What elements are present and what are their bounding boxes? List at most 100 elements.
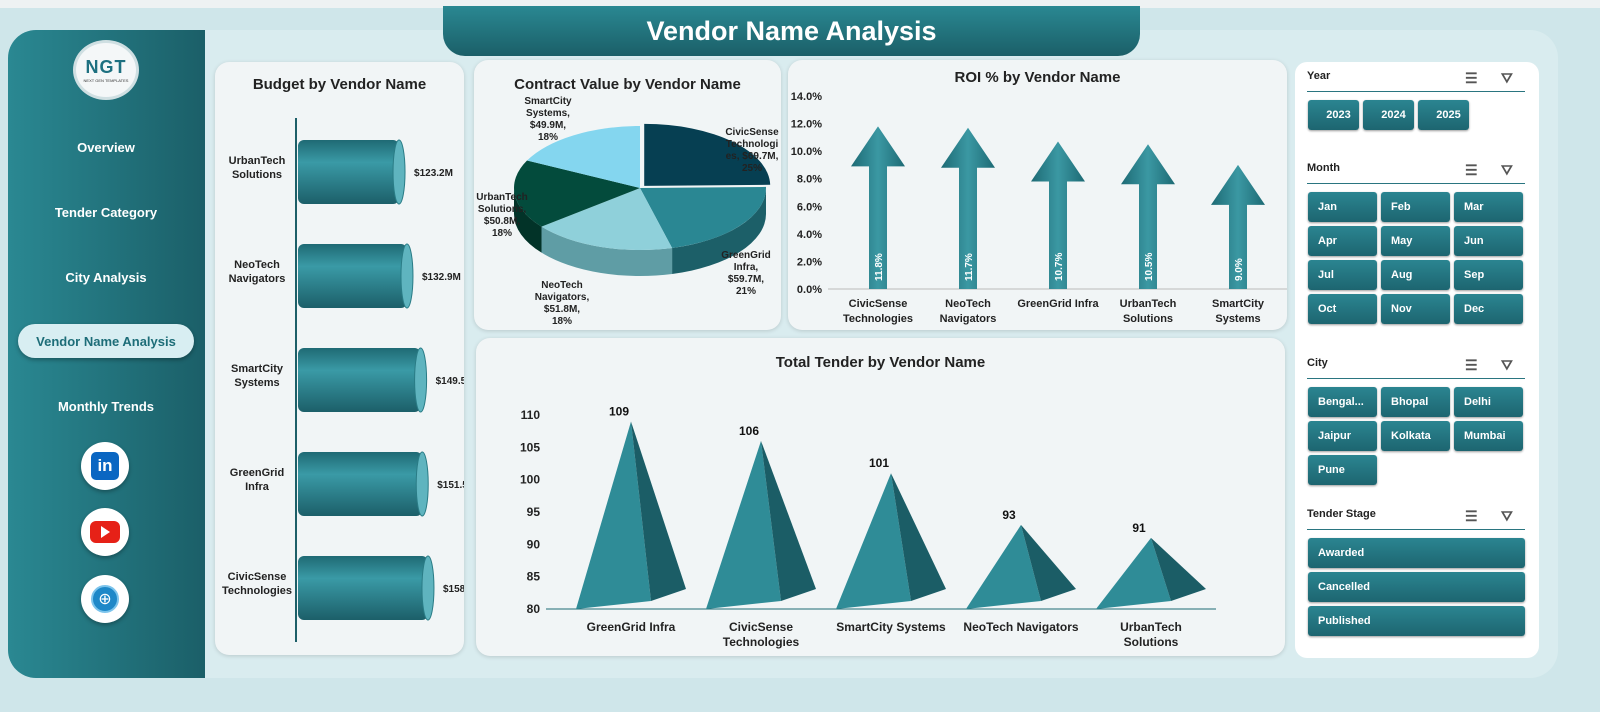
budget-bar-cap: [392, 139, 406, 205]
month-option[interactable]: Apr: [1308, 226, 1377, 256]
y-tick-label: 85: [527, 570, 541, 584]
budget-bar-cap: [415, 451, 429, 517]
chart-title: Total Tender by Vendor Name: [775, 354, 986, 371]
nav-tender-category[interactable]: Tender Category: [54, 204, 158, 220]
pie-data-label: $49.9M,: [530, 120, 566, 131]
month-option[interactable]: Aug: [1381, 260, 1450, 290]
x-category-label: UrbanTech: [1120, 298, 1177, 310]
budget-bar: [298, 244, 407, 308]
year-option[interactable]: 2023: [1308, 100, 1359, 130]
x-category-label: SmartCity: [1212, 298, 1265, 310]
city-option[interactable]: Bhopal: [1381, 387, 1450, 417]
pie-data-label: Systems,: [526, 108, 570, 119]
nav-monthly-trends[interactable]: Monthly Trends: [57, 398, 155, 414]
x-category-label: Solutions: [1124, 635, 1179, 649]
page-title: Vendor Name Analysis: [443, 6, 1140, 56]
budget-bar: [298, 140, 400, 204]
roi-value-label: 10.5%: [1144, 253, 1155, 281]
pie-slice: [527, 126, 640, 188]
city-option[interactable]: Bengal...: [1308, 387, 1377, 417]
month-option[interactable]: Nov: [1381, 294, 1450, 324]
pyramid-side: [631, 421, 686, 601]
budget-bar-cap: [400, 243, 414, 309]
clear-filter-icon[interactable]: ⛛: [1501, 357, 1513, 373]
tender-value-label: 91: [1132, 521, 1146, 535]
x-category-label: Solutions: [1123, 313, 1173, 325]
stage-option[interactable]: Cancelled: [1308, 572, 1525, 602]
year-option[interactable]: 2024: [1363, 100, 1414, 130]
x-category-label: UrbanTech: [1120, 620, 1182, 634]
pyramid-side: [1021, 524, 1076, 601]
pyramid-front: [706, 440, 781, 609]
tender-value-label: 93: [1002, 508, 1016, 522]
pie-data-label: 18%: [552, 316, 572, 327]
x-category-label: CivicSense: [729, 620, 793, 634]
pyramid-front: [966, 524, 1041, 609]
multi-select-icon[interactable]: ☰: [1465, 162, 1478, 178]
top-strip: [0, 0, 1600, 8]
month-option[interactable]: Sep: [1454, 260, 1523, 290]
month-option[interactable]: Mar: [1454, 192, 1523, 222]
city-option[interactable]: Delhi: [1454, 387, 1523, 417]
budget-chart: $123.2MUrbanTechSolutions$132.9MNeoTechN…: [222, 118, 464, 642]
nav-vendor-name-analysis[interactable]: Vendor Name Analysis: [18, 324, 194, 358]
y-tick-label: 6.0%: [797, 201, 822, 213]
pie-slice: [640, 186, 766, 248]
month-option[interactable]: Jan: [1308, 192, 1377, 222]
pie-data-label: UrbanTech: [476, 192, 528, 203]
x-category-label: Technologies: [723, 635, 800, 649]
pie-data-label: Infra,: [734, 262, 759, 273]
pie-data-label: $51.8M,: [544, 304, 580, 315]
month-option[interactable]: Feb: [1381, 192, 1450, 222]
city-option[interactable]: Kolkata: [1381, 421, 1450, 451]
linkedin-button[interactable]: in: [81, 442, 129, 490]
clear-filter-icon[interactable]: ⛛: [1501, 508, 1513, 524]
budget-value-label: $151.5M: [437, 480, 464, 491]
multi-select-icon[interactable]: ☰: [1465, 508, 1478, 524]
budget-category-label: Technologies: [222, 585, 292, 597]
stage-option[interactable]: Awarded: [1308, 538, 1525, 568]
roi-arrow: [1211, 164, 1265, 289]
month-option[interactable]: May: [1381, 226, 1450, 256]
y-tick-label: 100: [520, 473, 540, 487]
x-category-label: NeoTech Navigators: [963, 620, 1078, 634]
month-option[interactable]: Jul: [1308, 260, 1377, 290]
pie-slice-side: [672, 188, 766, 274]
clear-filter-icon[interactable]: ⛛: [1501, 70, 1513, 86]
pie-slice: [514, 160, 640, 227]
youtube-icon: [90, 521, 120, 543]
stage-option[interactable]: Published: [1308, 606, 1525, 636]
year-option[interactable]: 2025: [1418, 100, 1469, 130]
y-tick-label: 8.0%: [797, 174, 822, 186]
logo-subtext: NEXT GEN TEMPLATES: [83, 78, 129, 83]
nav-city-analysis[interactable]: City Analysis: [65, 269, 147, 285]
youtube-button[interactable]: [81, 508, 129, 556]
budget-category-label: UrbanTech: [229, 155, 286, 167]
city-option[interactable]: Mumbai: [1454, 421, 1523, 451]
pie-data-label: NeoTech: [541, 280, 583, 291]
roi-arrow: [851, 126, 905, 289]
x-category-label: GreenGrid Infra: [1017, 298, 1099, 310]
city-option[interactable]: Pune: [1308, 455, 1377, 485]
x-category-label: GreenGrid Infra: [587, 620, 676, 634]
pie-data-label: $50.8M,: [484, 216, 520, 227]
y-tick-label: 110: [521, 408, 541, 422]
roi-chart: 0.0%2.0%4.0%6.0%8.0%10.0%12.0%14.0%11.8%…: [791, 91, 1287, 325]
budget-category-label: Systems: [234, 377, 279, 389]
nav-overview[interactable]: Overview: [77, 139, 135, 155]
month-option[interactable]: Oct: [1308, 294, 1377, 324]
month-option[interactable]: Jun: [1454, 226, 1523, 256]
month-option[interactable]: Dec: [1454, 294, 1523, 324]
multi-select-icon[interactable]: ☰: [1465, 357, 1478, 373]
city-slicer-header: City☰⛛: [1307, 357, 1525, 379]
tender-value-label: 101: [869, 456, 889, 470]
multi-select-icon[interactable]: ☰: [1465, 70, 1478, 86]
clear-filter-icon[interactable]: ⛛: [1501, 162, 1513, 178]
pie-data-label: 25%: [742, 163, 762, 174]
website-button[interactable]: ⊕: [81, 575, 129, 623]
chart-title: Budget by Vendor Name: [252, 76, 427, 93]
city-option[interactable]: Jaipur: [1308, 421, 1377, 451]
